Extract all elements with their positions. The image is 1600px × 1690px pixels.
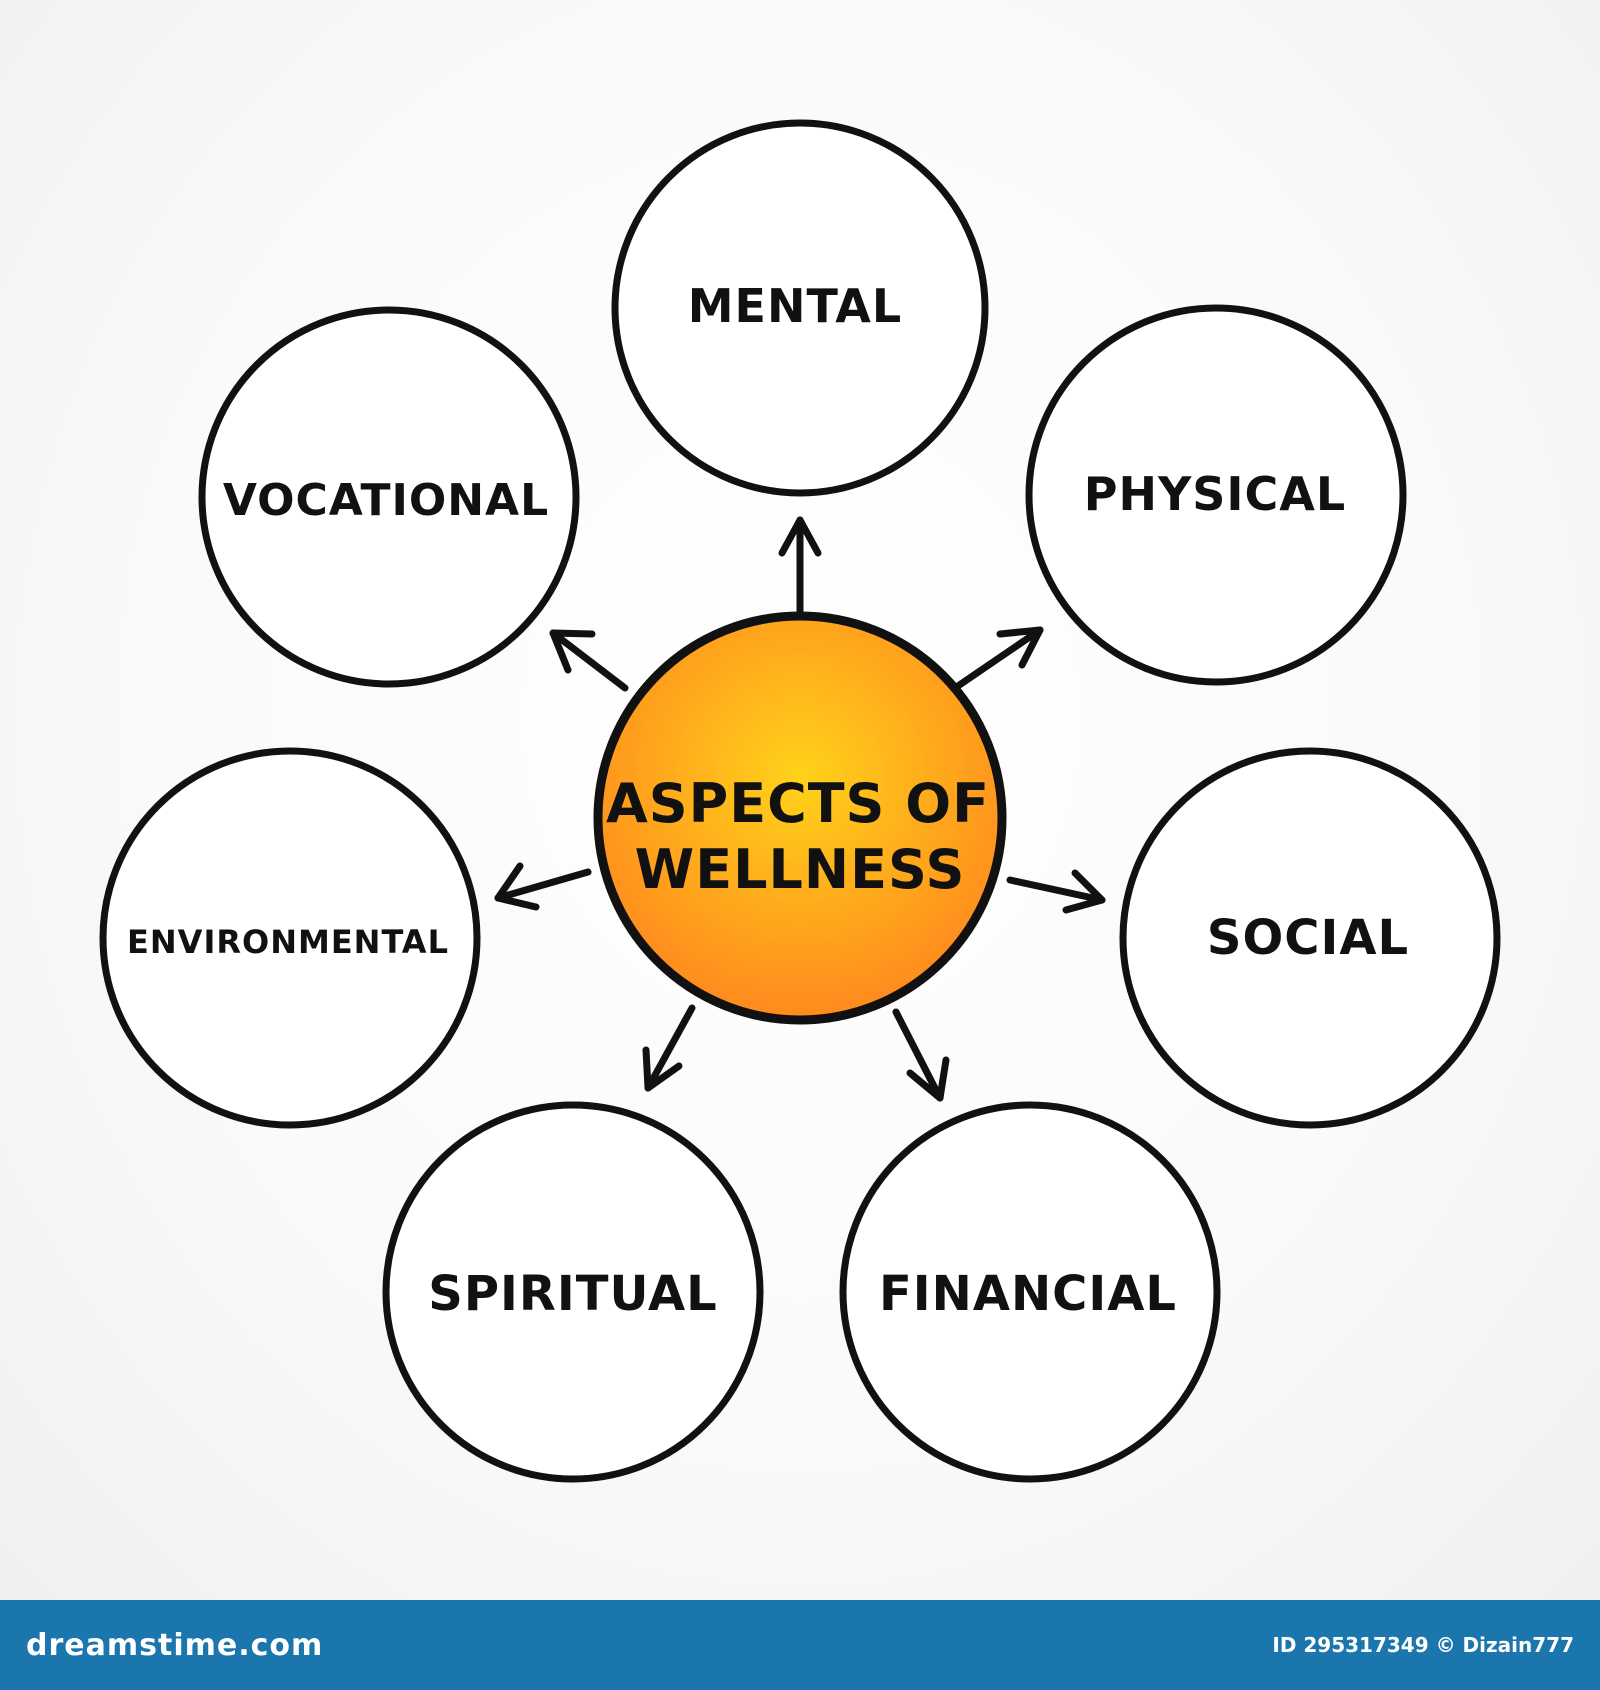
svg-text:ENVIRONMENTAL: ENVIRONMENTAL [127, 923, 449, 961]
node-social: SOCIAL [1119, 747, 1501, 1129]
node-vocational: VOCATIONAL [198, 306, 580, 688]
svg-text:PHYSICAL: PHYSICAL [1084, 467, 1346, 521]
mind-map: MENTAL PHYSICAL SOCIAL FINANCIAL SPIRITU… [99, 119, 1501, 1483]
arrow-to-social [1006, 869, 1106, 914]
svg-text:FINANCIAL: FINANCIAL [879, 1266, 1177, 1322]
center-label-line1: ASPECTS OF [606, 772, 990, 835]
footer-site-logo: dreamstime.com [26, 1627, 324, 1663]
arrow-to-vocational [549, 629, 629, 692]
arrow-to-environmental [494, 862, 592, 911]
node-physical: PHYSICAL [1025, 304, 1407, 686]
node-financial: FINANCIAL [839, 1101, 1221, 1483]
node-spiritual: SPIRITUAL [382, 1101, 764, 1483]
svg-text:VOCATIONAL: VOCATIONAL [223, 475, 549, 526]
node-mental: MENTAL [611, 119, 989, 497]
arrow-to-spiritual [642, 1004, 696, 1092]
footer-bar: dreamstime.com ID 295317349 © Dizain777 [0, 1600, 1600, 1690]
diagram-canvas: MENTAL PHYSICAL SOCIAL FINANCIAL SPIRITU… [0, 0, 1600, 1600]
center-node: ASPECTS OF WELLNESS [593, 611, 1007, 1025]
svg-text:MENTAL: MENTAL [688, 279, 902, 333]
svg-text:SPIRITUAL: SPIRITUAL [428, 1266, 717, 1322]
svg-text:SOCIAL: SOCIAL [1207, 910, 1409, 966]
arrow-to-mental [778, 516, 822, 616]
arrow-to-financial [892, 1008, 950, 1102]
arrow-to-physical [951, 626, 1044, 692]
node-environmental: ENVIRONMENTAL [99, 747, 481, 1129]
center-label-line2: WELLNESS [635, 838, 966, 901]
footer-image-credit: ID 295317349 © Dizain777 [1272, 1633, 1574, 1657]
